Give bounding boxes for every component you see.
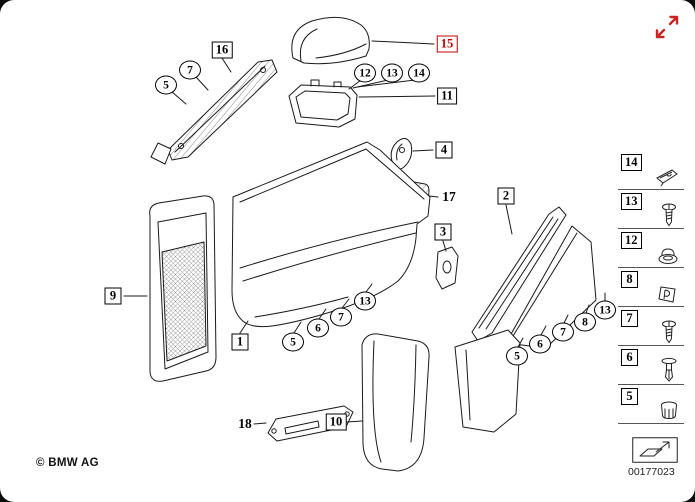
callout-4[interactable]: 4: [435, 141, 453, 159]
fastener-legend: 14 13 12: [618, 151, 684, 424]
callout-15[interactable]: 15: [436, 35, 458, 53]
callout-circle-5[interactable]: 5: [282, 332, 304, 352]
callout-18[interactable]: 18: [238, 416, 252, 431]
legend-row-8[interactable]: 8: [618, 268, 684, 307]
clip-icon: [655, 166, 679, 188]
fullscreen-icon[interactable]: [654, 14, 680, 40]
callout-circle-13[interactable]: 13: [594, 300, 616, 320]
callout-10[interactable]: 10: [325, 413, 347, 431]
callout-11[interactable]: 11: [437, 87, 457, 105]
callout-3[interactable]: 3: [434, 223, 452, 241]
legend-number-13[interactable]: 13: [621, 193, 642, 210]
callout-1[interactable]: 1: [231, 333, 249, 351]
legend-number-7[interactable]: 7: [621, 310, 638, 327]
callout-2[interactable]: 2: [497, 187, 515, 205]
copyright: © BMW AG: [36, 457, 99, 469]
rivet-icon: [659, 357, 679, 383]
legend-row-14[interactable]: 14: [618, 151, 684, 190]
callout-circle-6[interactable]: 6: [307, 318, 329, 338]
callout-circle-14[interactable]: 14: [408, 63, 430, 83]
callout-9[interactable]: 9: [104, 287, 122, 305]
callout-circle-12[interactable]: 12: [354, 63, 376, 83]
legend-number-14[interactable]: 14: [621, 154, 642, 171]
legend-number-12[interactable]: 12: [621, 232, 642, 249]
screw-icon: [659, 320, 679, 344]
callout-circle-13[interactable]: 13: [354, 291, 376, 311]
diagram-thumbnail-icon[interactable]: [632, 437, 678, 463]
legend-number-5[interactable]: 5: [621, 388, 638, 405]
callout-circle-13[interactable]: 13: [381, 63, 403, 83]
callout-circle-7[interactable]: 7: [330, 307, 352, 327]
legend-row-7[interactable]: 7: [618, 307, 684, 346]
diagram-number: 00177023: [628, 466, 675, 478]
callout-16[interactable]: 16: [211, 41, 233, 59]
callout-circle-5[interactable]: 5: [506, 346, 528, 366]
legend-row-12[interactable]: 12: [618, 229, 684, 268]
legend-row-5[interactable]: 5: [618, 385, 684, 424]
callout-17[interactable]: 17: [442, 189, 456, 204]
grommet-icon: [657, 246, 679, 266]
legend-number-6[interactable]: 6: [621, 349, 638, 366]
screw-icon: [659, 203, 679, 227]
clip-p-icon: [657, 283, 679, 305]
cap-nut-icon: [659, 400, 679, 422]
legend-number-8[interactable]: 8: [621, 271, 638, 288]
callout-circle-7[interactable]: 7: [179, 60, 201, 80]
callout-circle-7[interactable]: 7: [552, 322, 574, 342]
callout-circle-5[interactable]: 5: [155, 75, 177, 95]
callout-circle-8[interactable]: 8: [574, 312, 596, 332]
legend-row-13[interactable]: 13: [618, 190, 684, 229]
legend-row-6[interactable]: 6: [618, 346, 684, 385]
callout-circle-6[interactable]: 6: [529, 334, 551, 354]
